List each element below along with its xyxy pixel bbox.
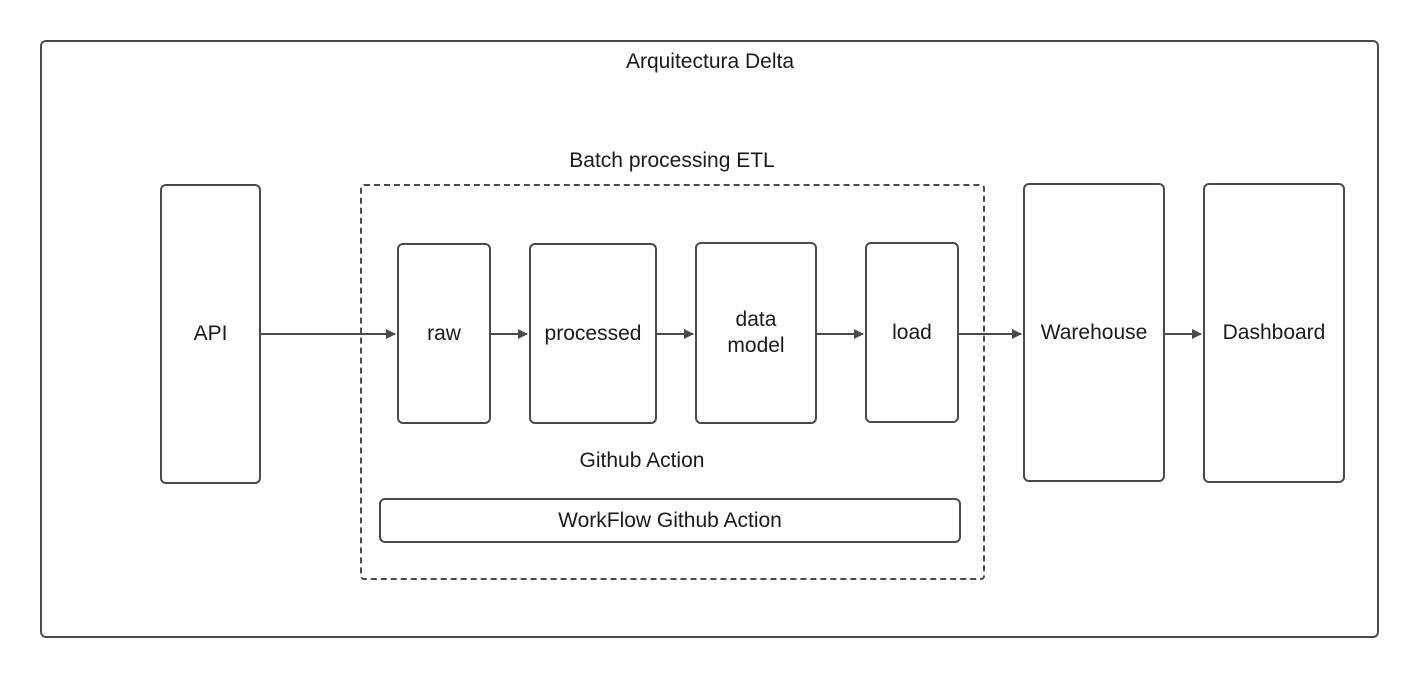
- group-title: Batch processing ETL: [569, 149, 775, 172]
- api-node-label: API: [193, 322, 228, 345]
- raw-node[interactable]: raw: [397, 243, 491, 424]
- group-subtitle: Github Action: [579, 449, 705, 472]
- processed-node[interactable]: processed: [529, 243, 657, 424]
- batch-processing-group: [360, 184, 985, 580]
- raw-node-label: raw: [427, 321, 461, 345]
- processed-node-label: processed: [544, 321, 642, 345]
- load-node[interactable]: load: [865, 242, 959, 423]
- dashboard-node-label: Dashboard: [1222, 321, 1326, 344]
- outer-frame: [40, 40, 1379, 638]
- data-model-node[interactable]: data model: [695, 242, 817, 424]
- load-node-label: load: [892, 320, 932, 344]
- warehouse-node[interactable]: Warehouse: [1023, 183, 1165, 482]
- dashboard-node[interactable]: Dashboard: [1203, 183, 1345, 483]
- diagram-title: Arquitectura Delta: [625, 50, 795, 73]
- warehouse-node-label: Warehouse: [1040, 320, 1148, 344]
- api-node[interactable]: API: [160, 184, 261, 484]
- workflow-label: WorkFlow Github Action: [558, 508, 782, 532]
- data-model-node-label: data model: [727, 308, 785, 357]
- workflow-box[interactable]: WorkFlow Github Action: [379, 498, 961, 543]
